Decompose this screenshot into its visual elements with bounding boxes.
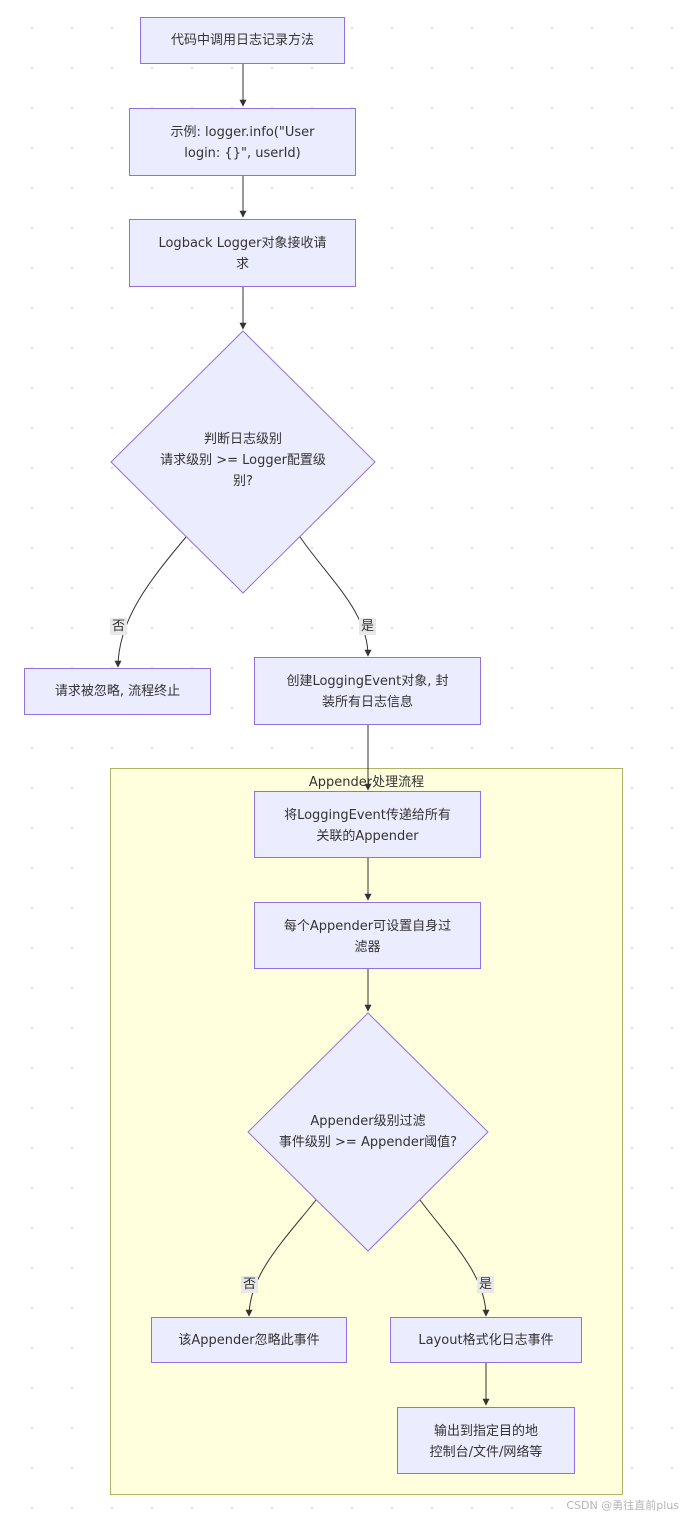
edge-label-d1-yes: 是	[359, 618, 377, 635]
node-appender-filter-line1: 每个Appender可设置自身过	[283, 919, 452, 934]
node-output-destination-line1: 输出到指定目的地	[433, 1424, 538, 1439]
node-request-ignored-label: 请求被忽略, 流程终止	[54, 684, 181, 699]
node-output-destination: 输出到指定目的地 控制台/文件/网络等	[397, 1407, 575, 1474]
edge-d1-no	[114, 536, 187, 668]
node-pass-to-appenders-line1: 将LoggingEvent传递给所有	[284, 808, 451, 823]
node-output-destination-line2: 控制台/文件/网络等	[429, 1445, 543, 1460]
edge-d2-no	[245, 1199, 317, 1317]
decision-log-level-shape	[110, 330, 376, 594]
node-layout-format-label: Layout格式化日志事件	[418, 1332, 554, 1348]
csdn-watermark: CSDN @勇往直前plus	[566, 1499, 679, 1512]
node-logger-receive-line2: 求	[235, 257, 249, 272]
node-create-logging-event: 创建LoggingEvent对象, 封 装所有日志信息	[254, 657, 481, 725]
edge-label-d2-yes: 是	[477, 1276, 495, 1293]
node-pass-to-appenders-line2: 关联的Appender	[316, 829, 419, 844]
node-example-call-line1: 示例: logger.info("User	[170, 125, 315, 140]
node-layout-format: Layout格式化日志事件	[390, 1317, 582, 1363]
decision-log-level-label: 判断日志级别 请求级别 >= Logger配置级 别?	[143, 429, 343, 492]
node-create-logging-event-line1: 创建LoggingEvent对象, 封	[286, 674, 449, 689]
node-appender-filter: 每个Appender可设置自身过 滤器	[254, 902, 481, 969]
edge-d2-yes	[419, 1199, 490, 1317]
decision-log-level-line1: 判断日志级别	[203, 432, 282, 447]
edge-d1-yes	[299, 536, 372, 657]
node-call-log-method: 代码中调用日志记录方法	[140, 17, 345, 64]
decision-log-level-line3: 别?	[233, 474, 253, 489]
edge-label-d1-no: 否	[110, 618, 128, 635]
decision-appender-level-line2: 事件级别 >= Appender阈值?	[278, 1135, 458, 1150]
decision-appender-level-label: Appender级别过滤 事件级别 >= Appender阈值?	[263, 1111, 473, 1153]
node-example-call: 示例: logger.info("User login: {}", userId…	[129, 108, 356, 176]
decision-appender-level-line1: Appender级别过滤	[310, 1114, 426, 1129]
node-request-ignored: 请求被忽略, 流程终止	[24, 668, 211, 715]
node-appender-ignore-label: 该Appender忽略此事件	[178, 1332, 320, 1348]
node-logger-receive-line1: Logback Logger对象接收请	[158, 236, 327, 251]
decision-log-level-line2: 请求级别 >= Logger配置级	[160, 453, 326, 468]
edge-label-d2-no: 否	[241, 1276, 259, 1293]
node-appender-filter-line2: 滤器	[354, 940, 381, 955]
node-call-log-method-label: 代码中调用日志记录方法	[170, 33, 314, 48]
node-create-logging-event-line2: 装所有日志信息	[321, 695, 413, 710]
node-pass-to-appenders: 将LoggingEvent传递给所有 关联的Appender	[254, 791, 481, 858]
node-example-call-line2: login: {}", userId)	[184, 146, 301, 161]
node-logger-receive: Logback Logger对象接收请 求	[129, 219, 356, 287]
decision-appender-level-shape	[247, 1012, 489, 1252]
subgraph-title: Appender处理流程	[308, 775, 425, 790]
node-appender-ignore: 该Appender忽略此事件	[151, 1317, 347, 1363]
